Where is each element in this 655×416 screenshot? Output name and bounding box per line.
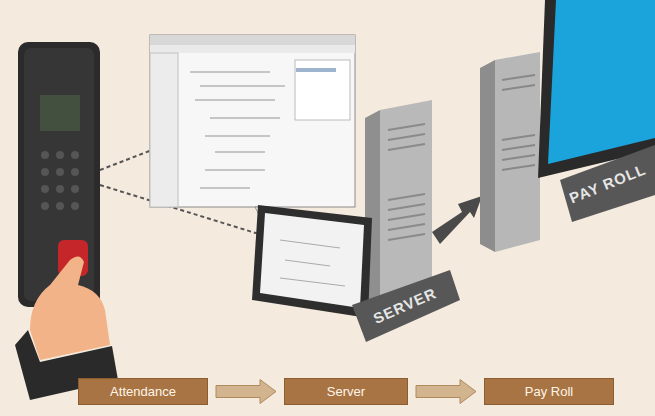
process-box: Pay Roll: [484, 378, 614, 405]
software-window: [150, 35, 355, 220]
process-box: Server: [284, 378, 408, 405]
fingerprint-device: [18, 42, 100, 307]
name-plate: [352, 270, 460, 342]
process-box: Attendance: [78, 378, 208, 405]
block-arrow: [216, 380, 276, 404]
box-label: Server: [327, 384, 365, 399]
server-monitor: [252, 205, 372, 318]
dashed-link: [100, 150, 152, 170]
box-label: Pay Roll: [525, 384, 573, 399]
transfer-arrow: [432, 196, 482, 244]
block-arrow: [416, 380, 476, 404]
box-label: Attendance: [110, 384, 176, 399]
payroll-monitor: [538, 0, 655, 178]
name-plate: [560, 145, 655, 222]
payroll-tower: [480, 52, 540, 252]
